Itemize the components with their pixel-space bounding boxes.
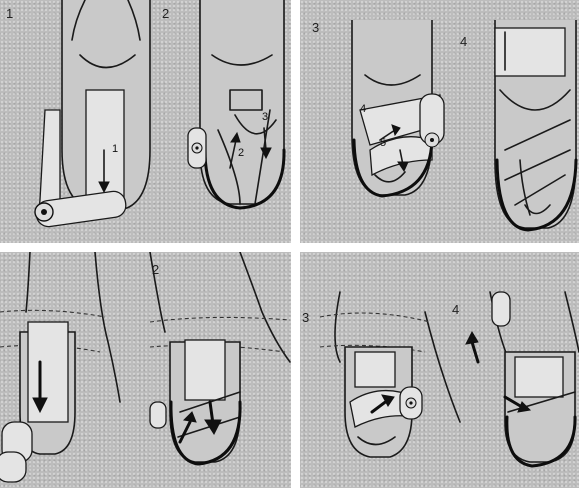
finger-wrap-drawing: 4 5 bbox=[300, 0, 579, 243]
tape-label: 4 bbox=[360, 103, 366, 115]
panel-finger-steps-1-2: 1 2 1 bbox=[0, 0, 291, 243]
tape-label: 2 bbox=[238, 147, 244, 159]
tape-label: 3 bbox=[262, 111, 268, 123]
toe-wrap-drawing bbox=[0, 252, 291, 488]
finger-outline-2 bbox=[200, 0, 284, 204]
finger-wrap-drawing: 1 2 3 bbox=[0, 0, 291, 243]
tape-label: 1 bbox=[112, 143, 118, 155]
panel-toe-steps-3-4: 3 4 bbox=[300, 252, 579, 488]
panel-finger-steps-3-4: 3 4 4 5 bbox=[300, 0, 579, 243]
panel-toe-steps: 2 bbox=[0, 252, 291, 488]
toe-wrap-drawing bbox=[300, 252, 579, 488]
